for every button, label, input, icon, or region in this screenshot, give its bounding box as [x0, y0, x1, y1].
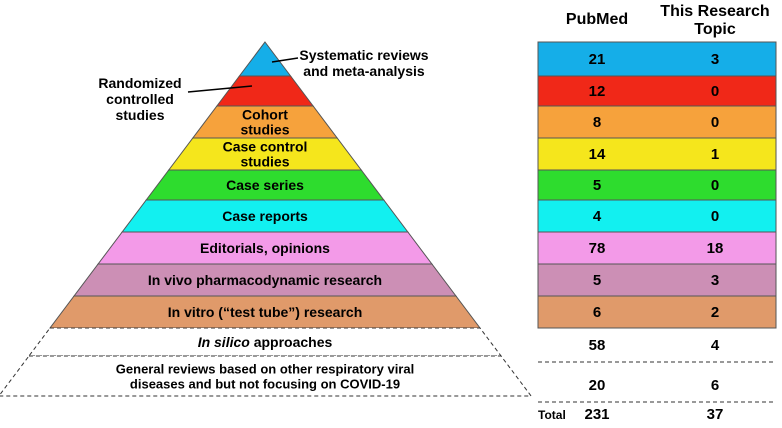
systematic-reviews-label-2: and meta-analysis — [303, 63, 425, 79]
pubmed-count-1: 21 — [589, 51, 606, 68]
pubmed-count-7: 78 — [589, 240, 606, 257]
total-label: Total — [538, 408, 566, 422]
systematic-reviews-label-1: Systematic reviews — [299, 47, 428, 63]
pubmed-column-header: PubMed — [566, 11, 628, 28]
table-row-3 — [537, 105, 777, 139]
pyramid-level-11-label: diseases and but not focusing on COVID-1… — [130, 377, 400, 392]
pubmed-count-8: 5 — [593, 272, 601, 289]
pyramid-level-10-label: In silico approaches — [198, 334, 333, 350]
pyramid-level-7-label: Editorials, opinions — [200, 240, 330, 256]
topic-count-6: 0 — [711, 208, 719, 225]
pyramid-level-5-label: Case series — [226, 177, 304, 193]
table-row-1 — [537, 41, 777, 77]
table-row-6 — [537, 199, 777, 233]
pubmed-count-4: 14 — [589, 146, 606, 163]
pyramid-level-1 — [238, 41, 292, 77]
rct-label-2: controlled — [106, 91, 174, 107]
topic-count-1: 3 — [711, 51, 719, 68]
pyramid-level-2 — [215, 75, 315, 107]
pubmed-count-2: 12 — [589, 83, 606, 100]
pubmed-count-11: 20 — [589, 377, 606, 394]
rct-label-1: Randomized — [98, 75, 181, 91]
pyramid-level-9-label: In vitro (“test tube”) research — [168, 304, 363, 320]
rct-pointer-arrow — [187, 85, 253, 93]
topic-column-header-1: This Research — [660, 3, 769, 20]
topic-count-8: 3 — [711, 272, 719, 289]
pyramid-level-8-label: In vivo pharmacodynamic research — [148, 272, 382, 288]
rct-label-3: studies — [115, 107, 164, 123]
topic-count-7: 18 — [707, 240, 724, 257]
topic-count-3: 0 — [711, 114, 719, 131]
pyramid-level-4-label: Case control — [223, 139, 308, 155]
topic-column-header-2: Topic — [694, 21, 736, 38]
topic-count-5: 0 — [711, 177, 719, 194]
total-topic-value: 37 — [707, 406, 724, 423]
topic-count-11: 6 — [711, 377, 719, 394]
counts-table: 21 3 12 0 8 0 14 1 5 0 4 0 78 18 5 3 6 2 58 4 20 6 — [537, 41, 777, 403]
topic-count-10: 4 — [711, 337, 720, 354]
pubmed-count-10: 58 — [589, 337, 606, 354]
table-row-8 — [537, 263, 777, 297]
pyramid-level-6-label: Case reports — [222, 208, 308, 224]
table-row-7 — [537, 231, 777, 265]
pyramid-level-3-label: studies — [240, 122, 289, 138]
systematic-pointer-arrow — [271, 57, 299, 63]
pyramid-level-4-label: studies — [240, 154, 289, 170]
pyramid-level-11-label: General reviews based on other respirato… — [116, 362, 414, 377]
table-row-5 — [537, 169, 777, 201]
table-row-9 — [537, 295, 777, 329]
topic-count-9: 2 — [711, 304, 719, 321]
topic-count-2: 0 — [711, 83, 719, 100]
pyramid-level-11 — [0, 355, 533, 397]
topic-count-4: 1 — [711, 146, 719, 163]
pubmed-count-5: 5 — [593, 177, 601, 194]
pubmed-count-9: 6 — [593, 304, 601, 321]
table-row-2 — [537, 75, 777, 107]
pyramid-level-3-label: Cohort — [242, 107, 288, 123]
pubmed-count-3: 8 — [593, 114, 601, 131]
table-row-4 — [537, 137, 777, 171]
total-pubmed-value: 231 — [584, 406, 609, 423]
pubmed-count-6: 4 — [593, 208, 602, 225]
